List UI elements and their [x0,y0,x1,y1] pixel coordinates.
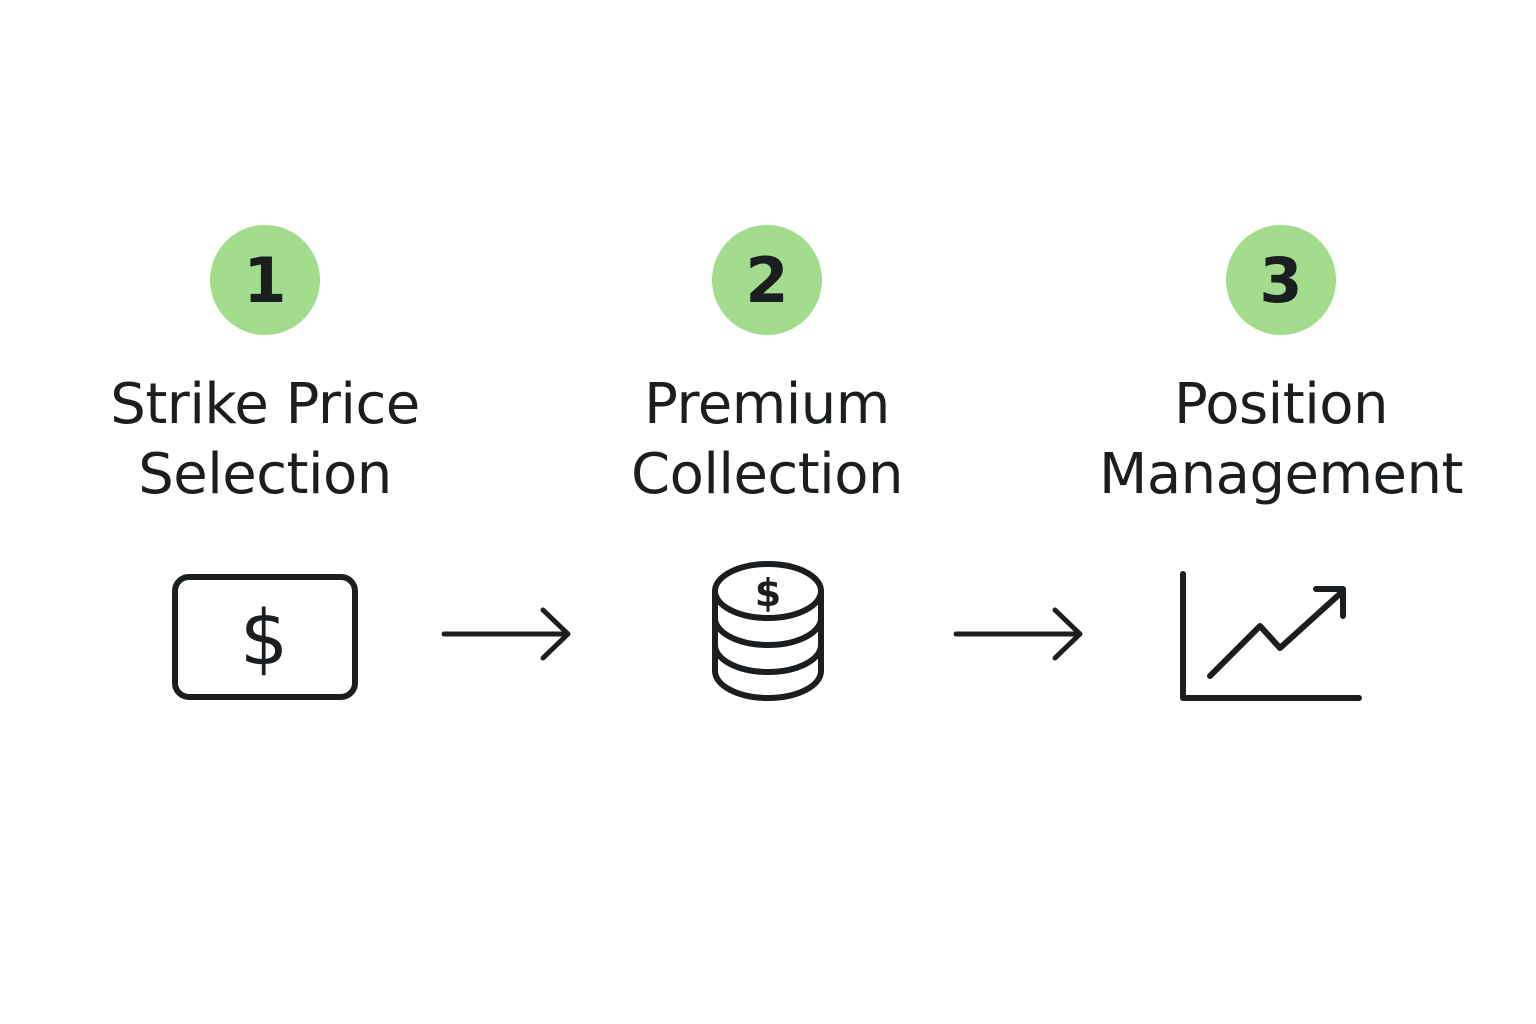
step-title-line: Strike Price [110,372,420,437]
step-number-badge: 2 [712,225,822,335]
arrow-right-icon [953,607,1083,661]
step-title: Strike Price Selection [55,370,475,510]
step-number-badge: 3 [1226,225,1336,335]
dollar-sign: $ [755,571,781,615]
step-title-line: Management [1099,442,1463,507]
arrow-right-icon [441,607,571,661]
step-2: 2 Premium Collection [557,0,977,1024]
step-1: 1 Strike Price Selection [55,0,475,1024]
step-title: Position Management [1071,370,1491,510]
step-title-line: Selection [138,442,392,507]
step-number-badge: 1 [210,225,320,335]
coin-stack-dollar-icon: $ [712,561,824,701]
step-title-line: Position [1173,372,1389,437]
trending-up-chart-icon [1180,571,1362,701]
step-3: 3 Position Management [1071,0,1491,1024]
step-title: Premium Collection [557,370,977,510]
step-title-line: Premium [644,372,890,437]
banknote-dollar-icon: $ [172,574,358,700]
step-title-line: Collection [631,442,904,507]
dollar-sign: $ [240,593,288,682]
